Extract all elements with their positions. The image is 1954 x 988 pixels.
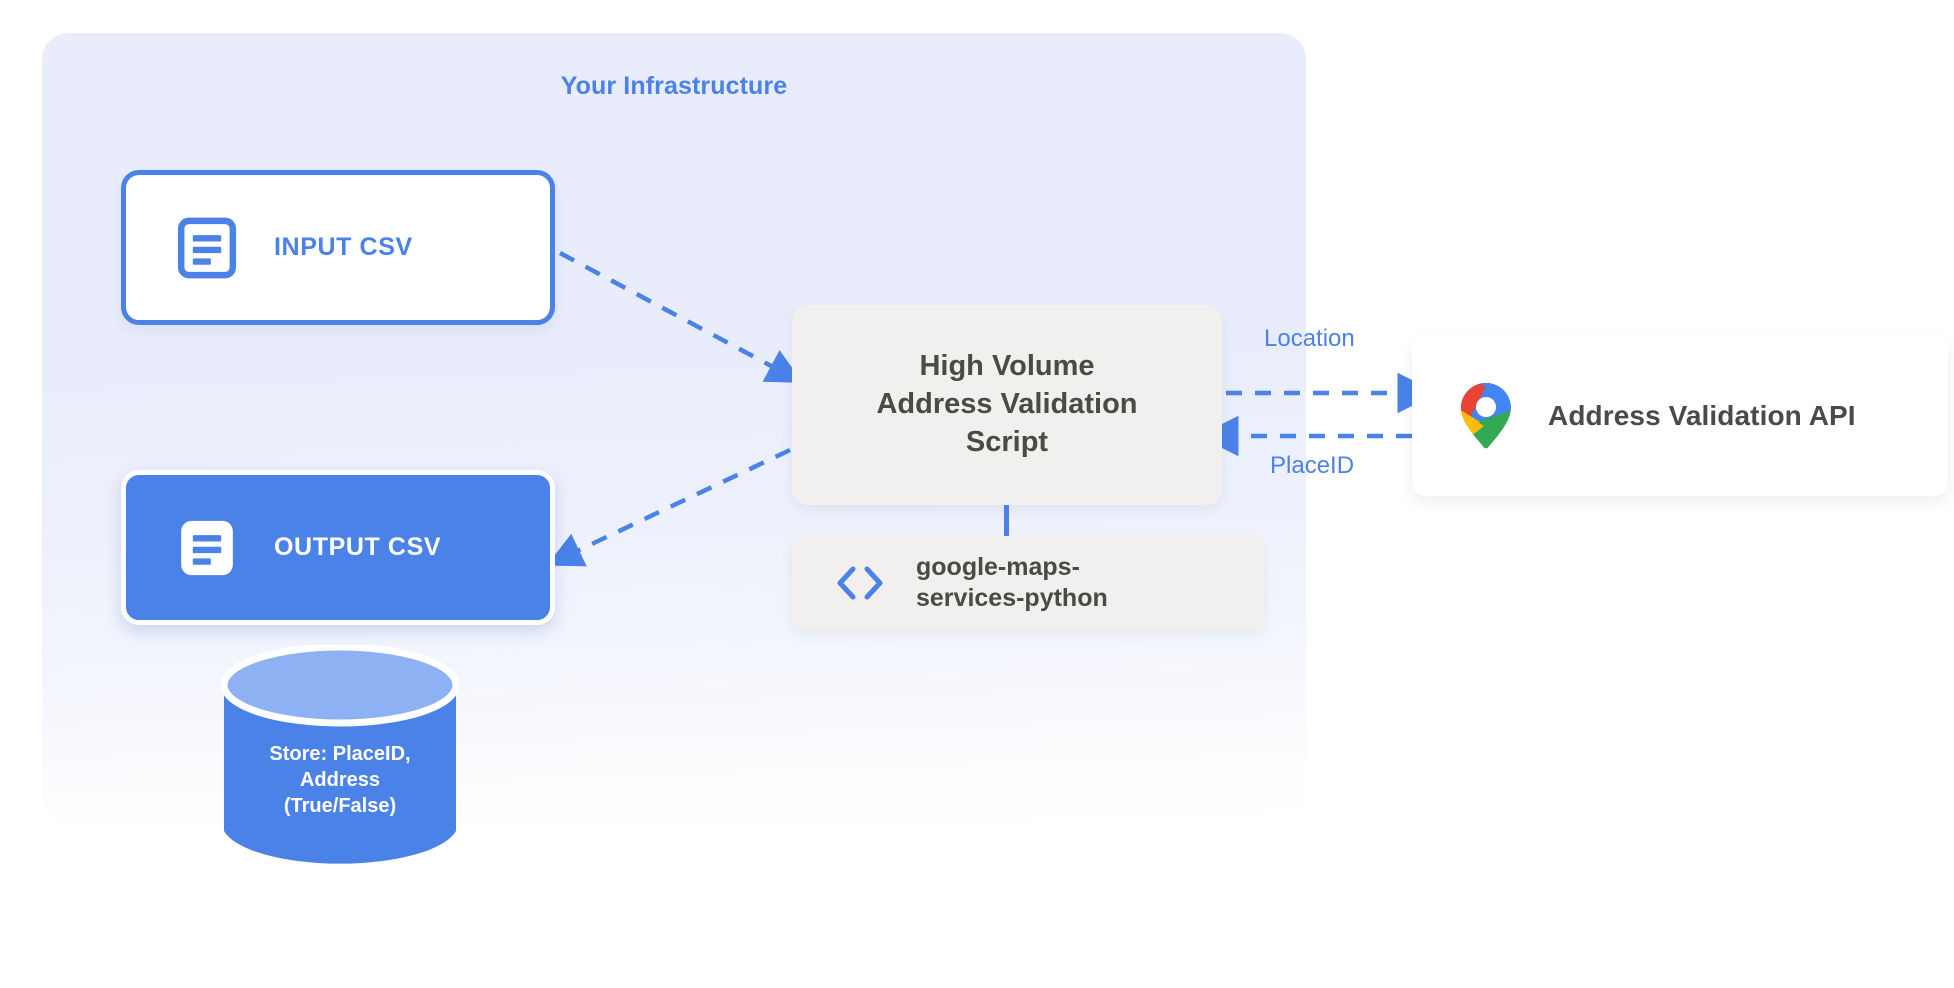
script-library-connector xyxy=(1004,505,1009,539)
edge-label-location: Location xyxy=(1264,325,1355,352)
library-label: google-maps- services-python xyxy=(916,552,1108,613)
database-node[interactable]: Store: PlaceID, Address (True/False) xyxy=(218,645,462,871)
database-cylinder-icon xyxy=(220,645,460,864)
address-validation-api-label: Address Validation API xyxy=(1548,400,1856,431)
library-node[interactable]: google-maps- services-python xyxy=(792,536,1264,630)
input-csv-node[interactable]: INPUT CSV xyxy=(121,170,555,325)
output-csv-node[interactable]: OUTPUT CSV xyxy=(121,470,555,625)
your-infrastructure-title: Your Infrastructure xyxy=(560,72,788,100)
code-brackets-icon xyxy=(837,566,883,600)
edge-label-placeid: PlaceID xyxy=(1270,452,1355,479)
document-icon xyxy=(181,520,233,575)
script-label: High Volume Address Validation Script xyxy=(876,350,1138,458)
output-csv-label: OUTPUT CSV xyxy=(274,533,442,561)
address-validation-api-node[interactable]: Address Validation API xyxy=(1412,336,1948,496)
google-maps-pin-icon xyxy=(1461,383,1511,449)
document-icon xyxy=(177,217,237,278)
input-csv-label: INPUT CSV xyxy=(274,233,413,261)
script-node[interactable]: High Volume Address Validation Script xyxy=(792,305,1222,505)
database-label: Store: PlaceID, Address (True/False) xyxy=(269,743,411,817)
